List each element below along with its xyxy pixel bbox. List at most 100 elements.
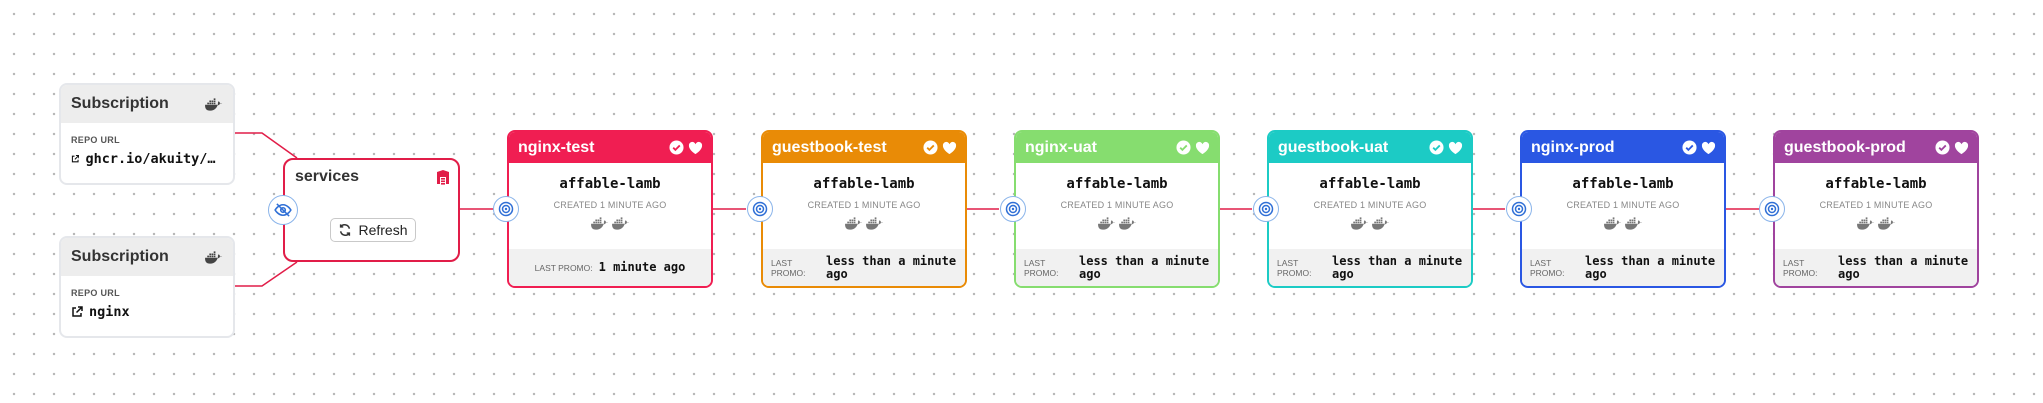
docker-whale-icon [1350, 217, 1368, 230]
stage-input-port[interactable] [493, 196, 519, 222]
check-circle-icon [923, 140, 938, 155]
docker-whale-icon [844, 217, 862, 230]
stage-name: guestbook-prod [1784, 138, 1906, 156]
stage-input-port[interactable] [1000, 196, 1026, 222]
target-icon [752, 201, 768, 217]
refresh-icon [340, 224, 351, 236]
warehouse-icon [437, 170, 449, 185]
external-link-icon [72, 306, 83, 317]
last-promo-value: less than a minute ago [1079, 253, 1210, 281]
stage-name: nginx-test [518, 138, 595, 156]
docker-whale-icon [865, 217, 883, 230]
docker-whale-icon [205, 97, 223, 111]
check-circle-icon [669, 140, 684, 155]
last-promo: LAST PROMO:1 minute ago [509, 249, 711, 286]
repo-url-text: ghcr.io/akuity/guestbook [85, 151, 223, 167]
docker-whale-icon [590, 217, 608, 230]
heart-icon [1701, 141, 1716, 154]
docker-whale-icon [1877, 217, 1895, 230]
target-icon [1005, 201, 1021, 217]
freight-images [1522, 217, 1724, 230]
target-icon [1258, 201, 1274, 217]
repo-url-text: nginx [89, 304, 130, 320]
stage-header: nginx-test [509, 132, 711, 163]
stage-header: nginx-prod [1522, 132, 1724, 163]
refresh-button[interactable]: Refresh [330, 218, 416, 242]
docker-whale-icon [611, 217, 629, 230]
last-promo: LAST PROMO:less than a minute ago [1016, 249, 1218, 286]
warehouse-visibility-toggle[interactable] [268, 195, 298, 225]
subscription-card-2[interactable]: Subscription REPO URL nginx [59, 236, 235, 338]
last-promo-label: LAST PROMO: [1783, 257, 1818, 278]
target-icon [1511, 201, 1527, 217]
heart-icon [942, 141, 957, 154]
freight-created: CREATED 1 MINUTE AGO [1060, 200, 1174, 210]
heart-icon [1195, 141, 1210, 154]
heart-icon [688, 141, 703, 154]
check-circle-icon [1176, 140, 1191, 155]
repo-url-label: REPO URL [71, 288, 120, 298]
freight-images [1016, 217, 1218, 230]
stage-header: nginx-uat [1016, 132, 1218, 163]
last-promo-value: less than a minute ago [826, 253, 957, 281]
freight-name[interactable]: affable-lamb [1319, 176, 1421, 192]
target-icon [498, 201, 514, 217]
repo-url-link[interactable]: ghcr.io/akuity/guestbook [71, 151, 223, 167]
check-circle-icon [1429, 140, 1444, 155]
freight-name[interactable]: affable-lamb [1825, 176, 1927, 192]
docker-whale-icon [1624, 217, 1642, 230]
eye-slash-icon [274, 203, 292, 217]
warehouse-card[interactable]: services Refresh [283, 158, 460, 262]
subscription-header: Subscription [61, 85, 233, 123]
subscription-card-1[interactable]: Subscription REPO URL ghcr.io/akuity/gue… [59, 83, 235, 185]
last-promo-value: less than a minute ago [1838, 253, 1969, 281]
stage-input-port[interactable] [747, 196, 773, 222]
freight-created: CREATED 1 MINUTE AGO [553, 200, 667, 210]
last-promo: LAST PROMO: less than a minute ago [763, 249, 965, 286]
freight-created: CREATED 1 MINUTE AGO [1313, 200, 1427, 210]
docker-whale-icon [1118, 217, 1136, 230]
last-promo-value: 1 minute ago [598, 260, 686, 274]
freight-created: CREATED 1 MINUTE AGO [1819, 200, 1933, 210]
freight-name[interactable]: affable-lamb [813, 176, 915, 192]
repo-url-link[interactable]: nginx [71, 304, 223, 320]
repo-url-label: REPO URL [71, 135, 120, 145]
check-circle-icon [1682, 140, 1697, 155]
stage-input-port[interactable] [1506, 196, 1532, 222]
last-promo: LAST PROMO: less than a minute ago [1775, 249, 1977, 286]
stage-name: nginx-prod [1531, 138, 1615, 156]
docker-whale-icon [1097, 217, 1115, 230]
docker-whale-icon [1603, 217, 1621, 230]
stage-name: nginx-uat [1025, 138, 1097, 156]
freight-images [763, 217, 965, 230]
freight-name[interactable]: affable-lamb [1572, 176, 1674, 192]
stage-input-port[interactable] [1759, 196, 1785, 222]
freight-name[interactable]: affable-lamb [559, 176, 661, 192]
last-promo-label: LAST PROMO: [771, 257, 806, 278]
stage-input-port[interactable] [1253, 196, 1279, 222]
stage-header: guestbook-uat [1269, 132, 1471, 163]
last-promo-value: less than a minute ago [1585, 253, 1716, 281]
docker-whale-icon [205, 250, 223, 264]
subscription-header: Subscription [61, 238, 233, 276]
subscription-title: Subscription [71, 95, 169, 112]
subscription-title: Subscription [71, 248, 169, 265]
check-circle-icon [1935, 140, 1950, 155]
last-promo-label: LAST PROMO: [1530, 257, 1565, 278]
stage-header: guestbook-prod [1775, 132, 1977, 163]
stage-name: guestbook-uat [1278, 138, 1389, 156]
heart-icon [1448, 141, 1463, 154]
last-promo-label: LAST PROMO: [1277, 257, 1312, 278]
freight-created: CREATED 1 MINUTE AGO [1566, 200, 1680, 210]
docker-whale-icon [1856, 217, 1874, 230]
stage-name: guestbook-test [772, 138, 887, 156]
freight-name[interactable]: affable-lamb [1066, 176, 1168, 192]
warehouse-title: services [295, 168, 360, 185]
docker-whale-icon [1371, 217, 1389, 230]
